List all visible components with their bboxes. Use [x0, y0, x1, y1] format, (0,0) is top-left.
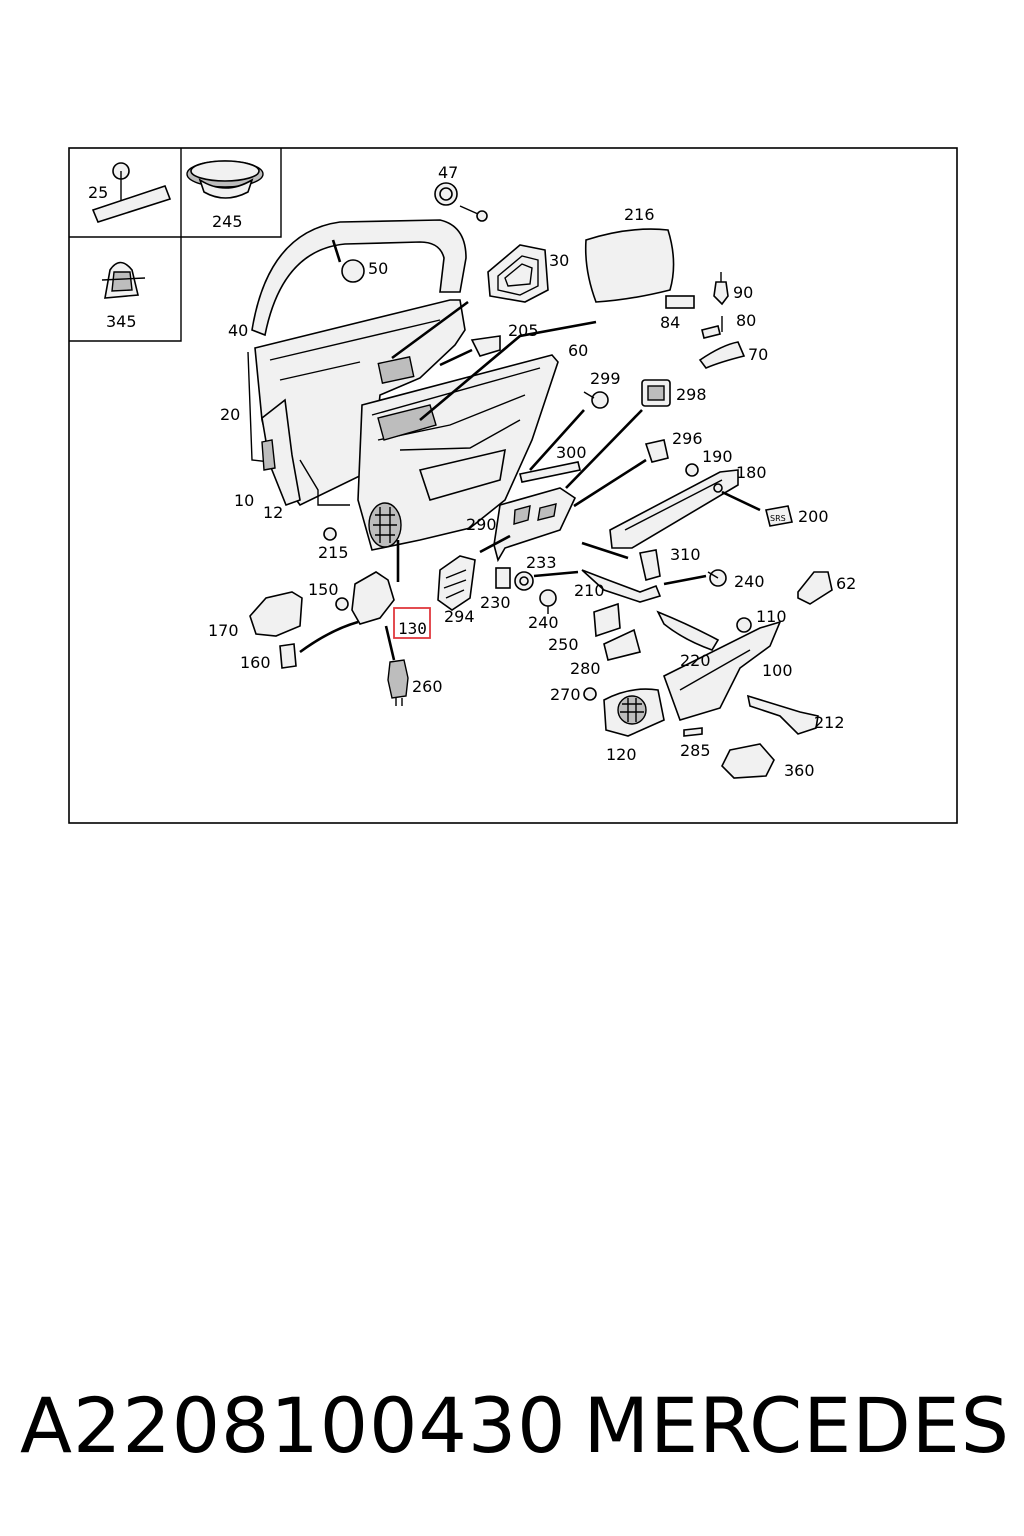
brand-name: MERCEDES [583, 1380, 1010, 1470]
callout-40: 40 [228, 321, 248, 340]
callout-285: 285 [680, 741, 711, 760]
lower-left-parts [249, 527, 511, 706]
callout-250: 250 [548, 635, 579, 654]
callout-170: 170 [208, 621, 239, 640]
inset-label-25: 25 [88, 183, 108, 202]
callout-310: 310 [670, 545, 701, 564]
middle-parts [437, 487, 662, 614]
callout-200: 200 [798, 507, 829, 526]
inset-label-245: 245 [212, 212, 243, 231]
callout-300: 300 [556, 443, 587, 462]
callout-190: 190 [702, 447, 733, 466]
callout-47: 47 [438, 163, 458, 182]
callout-120: 120 [606, 745, 637, 764]
callout-84: 84 [660, 313, 680, 332]
right-parts [639, 549, 833, 605]
callout-299: 299 [590, 369, 621, 388]
inset-label-345: 345 [106, 312, 137, 331]
callout-296: 296 [672, 429, 703, 448]
callout-10: 10 [234, 491, 254, 510]
callout-50: 50 [368, 259, 388, 278]
callout-212: 212 [814, 713, 845, 732]
callout-70: 70 [748, 345, 768, 364]
callout-205: 205 [508, 321, 539, 340]
callout-233: 233 [526, 553, 557, 572]
callout-100: 100 [762, 661, 793, 680]
upper-small-parts [331, 182, 746, 483]
callout-62: 62 [836, 574, 856, 593]
door-assembly [247, 219, 467, 507]
callout-280: 280 [570, 659, 601, 678]
callout-60: 60 [568, 341, 588, 360]
callout-216: 216 [624, 205, 655, 224]
inset-boxes [69, 148, 282, 342]
highlight-box [393, 607, 431, 639]
callout-220: 220 [680, 651, 711, 670]
callout-294: 294 [444, 607, 475, 626]
armrest-parts: SRS [609, 469, 793, 549]
part-caption: A2208100430 MERCEDES [20, 1370, 1010, 1480]
callout-80: 80 [736, 311, 756, 330]
callout-30: 30 [549, 251, 569, 270]
callout-20: 20 [220, 405, 240, 424]
callout-210: 210 [574, 581, 605, 600]
callout-180: 180 [736, 463, 767, 482]
callout-labels: 47 216 30 50 90 40 84 80 205 70 60 299 2… [88, 163, 856, 780]
callout-298: 298 [676, 385, 707, 404]
diagram-frame [68, 147, 958, 824]
callout-150: 150 [308, 580, 339, 599]
parts-diagram: SRS [68, 147, 958, 824]
callout-290: 290 [466, 515, 497, 534]
callout-130: 130 [398, 619, 427, 638]
lower-parts [583, 602, 819, 779]
callout-215: 215 [318, 543, 349, 562]
door-trim-panel [357, 354, 559, 551]
callout-110: 110 [756, 607, 787, 626]
srs-badge-text: SRS [770, 514, 786, 523]
callout-240-right: 240 [734, 572, 765, 591]
leader-arrows [391, 300, 647, 508]
callout-160: 160 [240, 653, 271, 672]
callout-230: 230 [480, 593, 511, 612]
callout-270: 270 [550, 685, 581, 704]
callout-240-left: 240 [528, 613, 559, 632]
callout-90: 90 [733, 283, 753, 302]
callout-360: 360 [784, 761, 815, 780]
callout-260: 260 [412, 677, 443, 696]
callout-12: 12 [263, 503, 283, 522]
part-number: A2208100430 [20, 1380, 567, 1470]
